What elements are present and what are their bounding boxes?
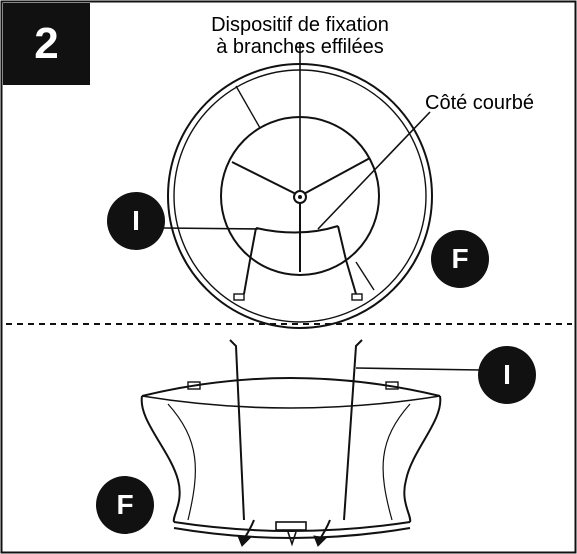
spoke-lower-right xyxy=(355,261,375,291)
inner-marker-top: I xyxy=(107,192,165,250)
arm-right xyxy=(299,157,371,197)
inner-marker-bottom: I xyxy=(478,346,536,404)
arrow-right xyxy=(313,535,328,547)
clip-leg-right xyxy=(337,225,357,295)
arm-left xyxy=(231,161,301,197)
shade-top-rim xyxy=(141,377,441,397)
spoke-upper-left xyxy=(235,85,261,129)
leader-i-top xyxy=(163,227,259,230)
curved-clip xyxy=(255,225,339,234)
leader-curved-side xyxy=(317,111,431,230)
outer-marker-top: F xyxy=(431,230,489,288)
curved-side-label: Côté courbé xyxy=(425,92,534,114)
harp-right-leg xyxy=(343,339,363,521)
center-fixture xyxy=(275,521,307,531)
shade-left-side xyxy=(140,395,181,523)
clip-leg-left xyxy=(243,227,257,295)
fixation-label-line1: Dispositif de fixation xyxy=(211,14,389,36)
leader-i-bottom xyxy=(355,367,481,371)
fixation-device-label: Dispositif de fixation à branches effilé… xyxy=(170,14,430,58)
arrow-left xyxy=(237,535,252,547)
top-view xyxy=(163,42,433,329)
fixation-label-line2: à branches effilées xyxy=(216,36,384,58)
harp-left-leg xyxy=(229,339,245,521)
shade-right-side xyxy=(403,395,442,523)
shade-bottom-rim xyxy=(173,521,411,532)
side-view xyxy=(140,339,481,547)
outer-marker-bottom: F xyxy=(96,476,154,534)
step-number-badge: 2 xyxy=(3,3,90,85)
